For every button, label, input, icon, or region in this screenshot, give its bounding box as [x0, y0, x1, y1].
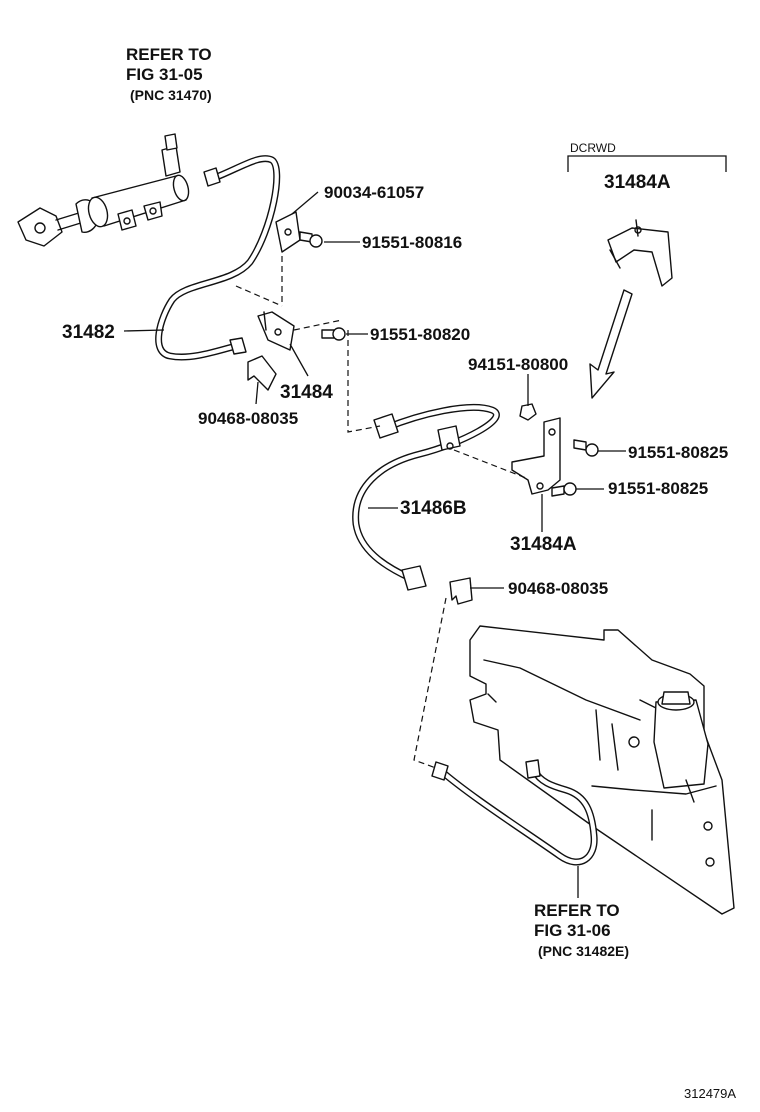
ref-top-line1: REFER TO — [126, 45, 212, 64]
callout-90468-08035-upper: 90468-08035 — [198, 409, 298, 428]
variant-label: DCRWD — [570, 141, 616, 155]
callout-31484A: 31484A — [510, 534, 577, 555]
ref-bottom-line1: REFER TO — [534, 901, 620, 920]
clip-90468-08035-lower — [449, 577, 473, 605]
callout-31486B: 31486B — [400, 498, 467, 519]
reference-note-bottom: REFER TO FIG 31-06 (PNC 31482E) — [534, 901, 629, 959]
bolt-91551-80825-a — [573, 439, 599, 457]
callout-31482: 31482 — [62, 322, 115, 343]
ref-top-line2: FIG 31-05 — [126, 65, 203, 84]
callout-90468-08035-lower: 90468-08035 — [508, 579, 608, 598]
callout-labels: 90034-61057 91551-80816 31482 91551-8082… — [62, 183, 728, 598]
variant-part-label: 31484A — [604, 172, 671, 193]
pipe-lower — [431, 759, 598, 866]
callout-31484: 31484 — [280, 382, 333, 403]
variant-box: DCRWD 31484A — [567, 141, 727, 399]
leader-lines — [123, 191, 626, 898]
callout-91551-80820: 91551-80820 — [370, 325, 470, 344]
ref-bottom-line3: (PNC 31482E) — [538, 943, 629, 959]
callout-91551-80825-a: 91551-80825 — [628, 443, 728, 462]
callout-91551-80816: 91551-80816 — [362, 233, 462, 252]
bracket-31484 — [257, 311, 295, 351]
ref-top-line3: (PNC 31470) — [130, 87, 212, 103]
ref-bottom-line2: FIG 31-06 — [534, 921, 611, 940]
release-cylinder — [17, 133, 190, 247]
clip-90034-61057 — [275, 211, 301, 253]
hose-31486B — [352, 404, 500, 591]
clip-90468-08035-upper — [247, 355, 277, 391]
pipe-31482 — [155, 155, 281, 361]
callout-94151-80800: 94151-80800 — [468, 355, 568, 374]
dashed-connectors — [235, 256, 527, 769]
bracket-31484A — [511, 417, 561, 495]
master-cylinder-assembly — [469, 625, 735, 915]
callout-90034-61057: 90034-61057 — [324, 183, 424, 202]
nut-94151-80800 — [519, 403, 537, 421]
bolt-91551-80820 — [321, 327, 346, 341]
callout-91551-80825-b: 91551-80825 — [608, 479, 708, 498]
figure-id: 312479A — [684, 1086, 736, 1101]
bolt-91551-80816 — [299, 231, 323, 248]
bolt-91551-80825-b — [551, 482, 577, 497]
reference-note-top: REFER TO FIG 31-05 (PNC 31470) — [126, 45, 212, 103]
